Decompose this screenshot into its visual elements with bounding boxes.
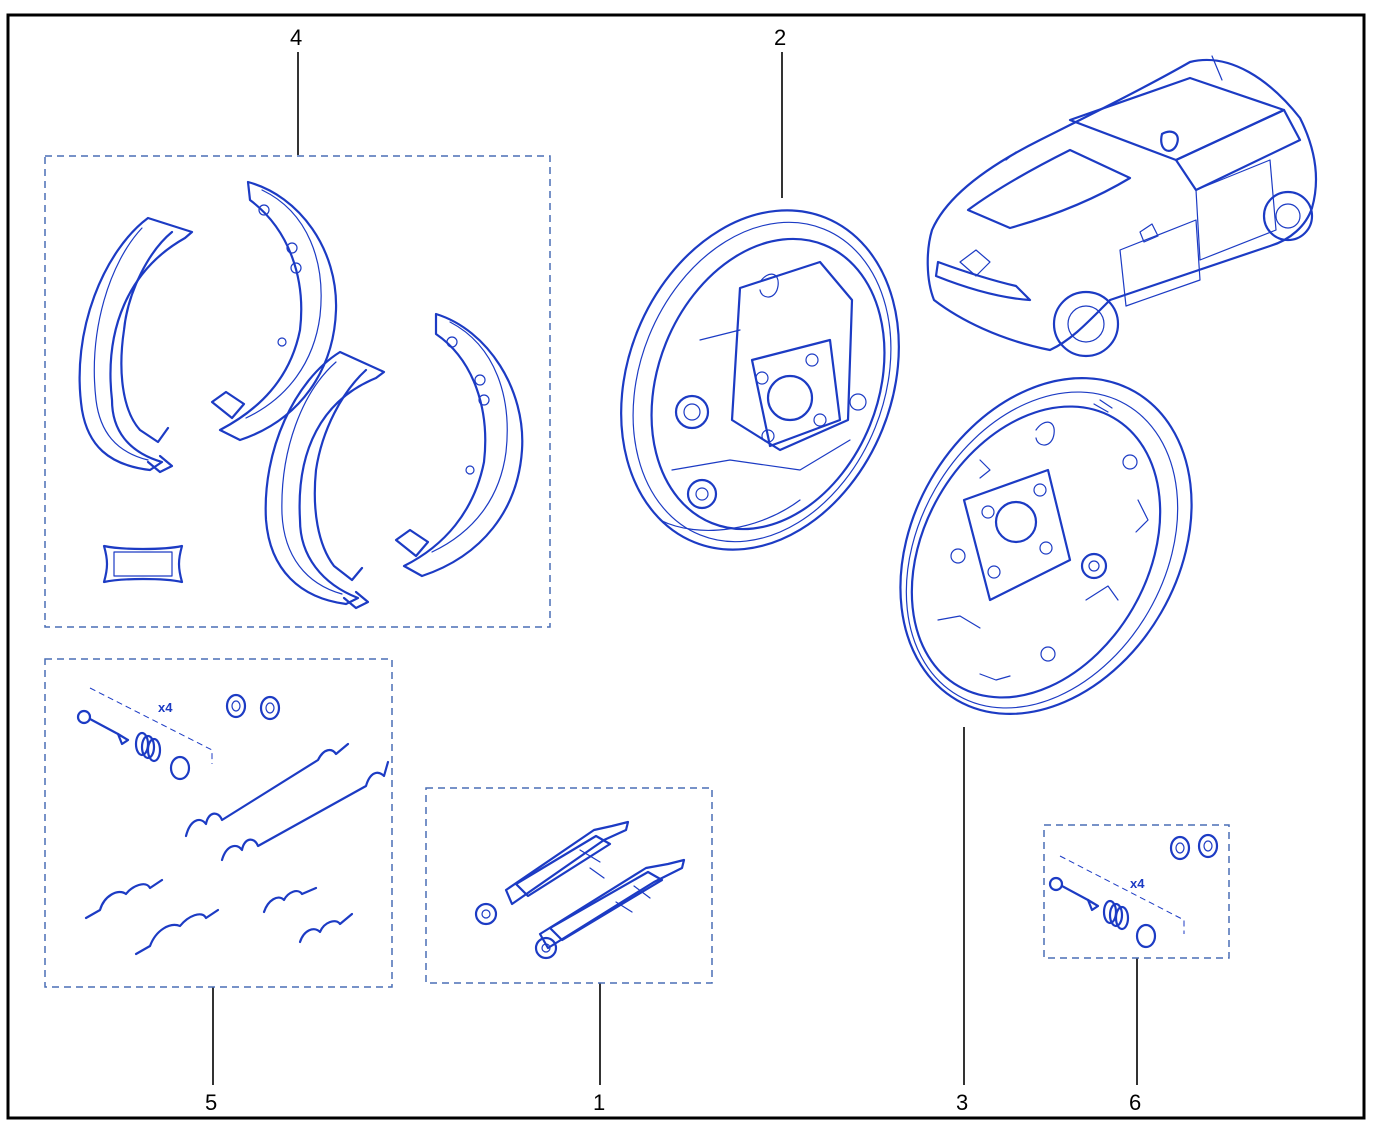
brake-shoe-icon — [78, 180, 524, 610]
kit-box-1 — [425, 787, 713, 984]
callout-2: 2 — [774, 25, 786, 50]
callout-3: 3 — [956, 1090, 968, 1115]
callout-4: 4 — [290, 25, 302, 50]
pin-kit-qty: x4 — [1130, 876, 1145, 891]
backing-plate-icon — [899, 377, 1193, 715]
diagram-frame — [6, 13, 1366, 1120]
backing-plate-icon — [620, 209, 900, 551]
callout-5: 5 — [205, 1090, 217, 1115]
kit-box-6 — [1043, 824, 1230, 959]
adjuster-icon — [474, 820, 686, 960]
callout-6: 6 — [1129, 1090, 1141, 1115]
car-icon — [926, 55, 1318, 358]
kit-box-4 — [44, 155, 551, 628]
spring-icon: x4 — [76, 687, 390, 956]
spring-kit-qty: x4 — [158, 700, 173, 715]
retaining-pin-icon: x4 — [1048, 833, 1219, 949]
callout-1: 1 — [593, 1090, 605, 1115]
kit-box-5 — [44, 658, 393, 988]
